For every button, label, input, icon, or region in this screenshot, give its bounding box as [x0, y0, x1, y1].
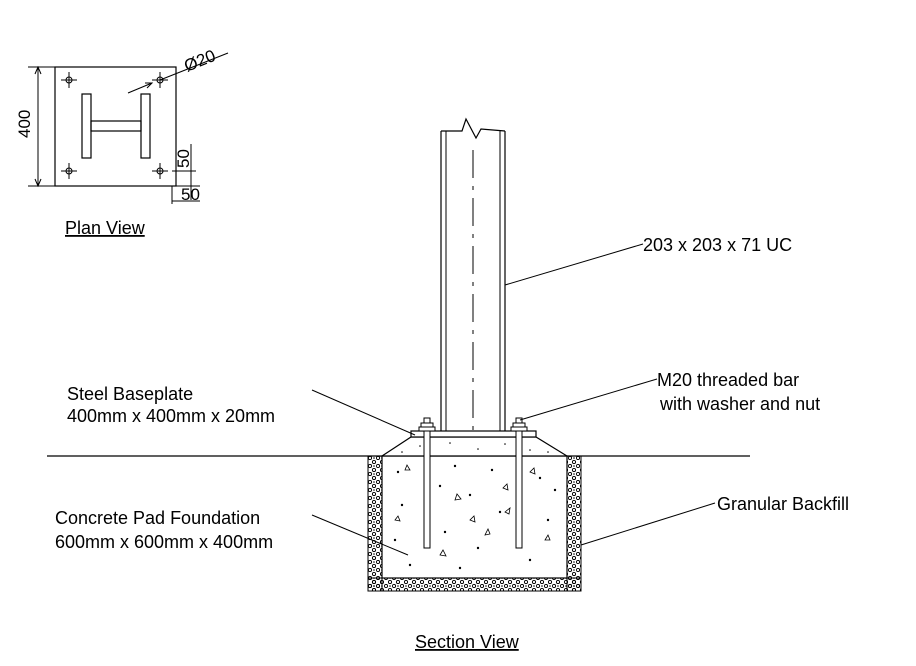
bar-label-line2: with washer and nut	[659, 394, 820, 414]
bar-label-line1: M20 threaded bar	[657, 370, 799, 390]
leader-backfill	[580, 502, 716, 546]
steel-baseplate	[410, 430, 537, 438]
backfill-label: Granular Backfill	[717, 494, 849, 514]
plan-diameter-leader	[127, 52, 229, 94]
plan-edge-dimensions	[171, 144, 200, 204]
foundation-label-line2: 600mm x 600mm x 400mm	[55, 532, 273, 552]
column-label: 203 x 203 x 71 UC	[643, 235, 792, 255]
bolt-hole-icon	[61, 163, 77, 179]
leader-baseplate	[311, 389, 416, 436]
plan-dim-edge-horizontal-label: 50	[181, 185, 200, 204]
bolt-hole-icon	[61, 72, 77, 88]
bolt-hole-icon	[152, 163, 168, 179]
plan-view-title: Plan View	[65, 218, 146, 238]
section-view-title: Section View	[415, 632, 520, 652]
plan-baseplate-outline	[54, 66, 177, 187]
leader-lines	[311, 243, 716, 556]
plan-bolt-holes	[61, 72, 168, 179]
concrete-pad-foundation	[381, 455, 568, 579]
steel-column	[440, 117, 506, 431]
plan-h-section-icon	[81, 93, 151, 159]
grout-haunch	[379, 436, 570, 457]
anchor-bar-left	[418, 417, 436, 549]
granular-backfill	[367, 455, 582, 592]
anchor-bar-right	[510, 417, 528, 549]
plan-dimension-400	[28, 65, 55, 188]
foundation-label-line1: Concrete Pad Foundation	[55, 508, 260, 528]
plan-dim-edge-vertical-label: 50	[174, 149, 193, 168]
baseplate-label-line2: 400mm x 400mm x 20mm	[67, 406, 275, 426]
plan-dim-400-label: 400	[15, 110, 34, 138]
plan-view	[28, 52, 229, 204]
leader-foundation	[311, 514, 409, 556]
baseplate-label-line1: Steel Baseplate	[67, 384, 193, 404]
plan-dim-hole-label: Ø20	[181, 46, 218, 76]
leader-bar	[519, 378, 658, 421]
leader-column	[504, 243, 644, 286]
